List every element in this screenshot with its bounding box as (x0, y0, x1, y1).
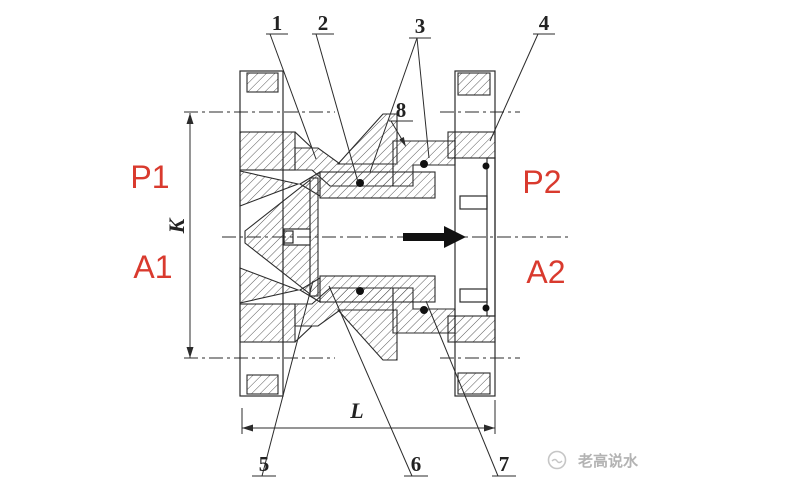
leader-line-4 (489, 33, 539, 142)
watermark: 老高说水 (547, 450, 639, 470)
flow-direction-arrow (403, 226, 466, 248)
port-label-a1: A1 (133, 249, 172, 285)
centerlines (184, 111, 572, 359)
right-flange-outline (454, 70, 496, 397)
seat-boss-top (336, 113, 398, 165)
seal-cap-bottom (482, 304, 490, 312)
part-label-4: 4 (539, 11, 550, 35)
leader-line-5 (261, 280, 314, 477)
leader-line-1 (269, 33, 317, 160)
part-label-7: 7 (499, 452, 510, 476)
dimension-k (186, 113, 194, 358)
watermark-logo-wave (551, 458, 563, 464)
dimension-label-k: K (164, 217, 189, 234)
end-cap-tab-top (459, 195, 488, 210)
seals (356, 160, 490, 314)
leader-8-arrowhead (399, 137, 406, 147)
right-flange-plate-bottom (447, 315, 496, 343)
seat-boss-bottom (336, 309, 398, 361)
part-label-2: 2 (318, 11, 329, 35)
leader-line-3a (369, 37, 418, 173)
part-label-8: 8 (396, 98, 407, 122)
seal-top-right (420, 160, 428, 168)
dim-k-arrow-top (186, 113, 194, 124)
leader-line-7 (425, 300, 499, 477)
part-label-1: 1 (272, 11, 283, 35)
dimension-l (241, 400, 496, 434)
port-label-p1: P1 (130, 159, 169, 195)
port-label-p2: P2 (522, 164, 561, 200)
end-cap-tab-bottom (459, 288, 488, 303)
leader-line-3b (416, 37, 430, 159)
right-flange-bolt-top (457, 72, 491, 96)
port-label-a2: A2 (526, 254, 565, 290)
watermark-logo-icon (547, 450, 567, 470)
left-flange-plate-top (239, 131, 296, 171)
part-label-3: 3 (415, 14, 426, 38)
body-neck-top-line (294, 131, 313, 149)
sleeve-wall-bottom (319, 275, 436, 303)
seal-bottom-left (356, 287, 364, 295)
left-flange-plate-bottom (239, 303, 296, 343)
leader-line-6 (328, 285, 413, 477)
watermark-text: 老高说水 (577, 452, 639, 470)
dim-k-arrow-bottom (186, 347, 194, 358)
part-label-5: 5 (259, 452, 270, 476)
seal-bottom-right (420, 306, 428, 314)
dim-l-arrow-right (484, 424, 495, 432)
end-cap-outline (486, 157, 496, 317)
right-flange-plate-top (447, 131, 496, 159)
left-flange-outline (239, 70, 284, 397)
seal-cap-top (482, 162, 490, 170)
leader-line-2 (315, 33, 359, 183)
sleeve-wall-top (319, 171, 436, 199)
leader-lines (252, 33, 555, 477)
port-labels: P1 A1 P2 A2 (130, 159, 565, 290)
left-flange-bolt-bottom (246, 374, 279, 395)
part-number-labels: 1 2 3 4 8 5 6 7 (259, 11, 550, 476)
dim-l-arrow-left (242, 424, 253, 432)
dimension-label-l: L (349, 398, 363, 423)
right-flange-bolt-bottom (457, 372, 491, 395)
left-flange-bolt-top (246, 72, 279, 93)
part-label-6: 6 (411, 452, 422, 476)
